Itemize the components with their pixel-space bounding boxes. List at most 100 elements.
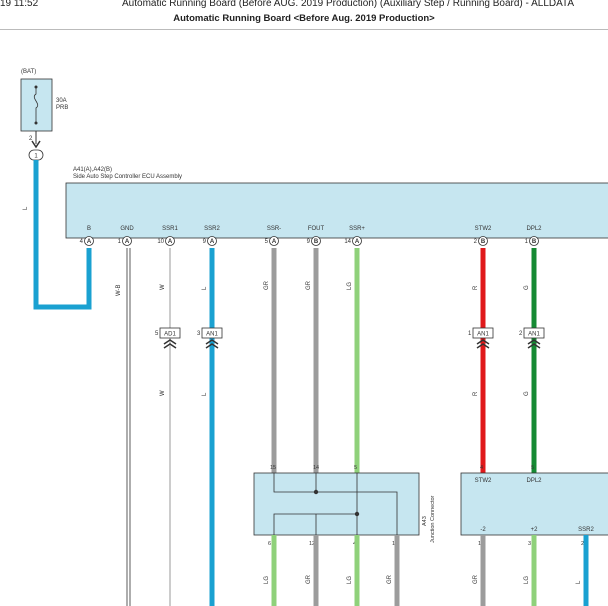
header-time: 19 11:52 (0, 0, 39, 9)
splice-an1-b-label: AN1 (477, 332, 489, 338)
junction-top-pin-14: 14 (313, 465, 319, 471)
wire-b (33, 160, 92, 310)
ecu-pin-number: 4 (80, 239, 84, 245)
wire-s3-color: LG (524, 576, 530, 584)
splice-ad1: 5 AD1 (155, 327, 181, 349)
ecu-pin-number: 9 (203, 239, 207, 245)
splice-an1-c-label: AN1 (528, 332, 540, 338)
ecu-pin-label: SSR1 (162, 226, 178, 232)
ecu-pin-circle (165, 236, 175, 246)
ecu-pin-connector: A (355, 239, 360, 245)
submodule-bottom-pin-1: 1 (478, 541, 481, 547)
ecu-pin-circle (269, 236, 279, 246)
wire-stw2-color-bottom: R (473, 391, 479, 396)
wire-ssr-minus-color: GR (264, 280, 270, 290)
ecu-pin-connector: A (272, 239, 277, 245)
splice-an1-b-chevron-icon (476, 339, 490, 349)
submodule-bottom-pin-2: 2 (581, 541, 584, 547)
submodule-terminal-minus2: -2 (480, 527, 486, 533)
splice-an1-stw2: 1 AN1 (468, 327, 494, 349)
junction-bottom-pin-6: 6 (268, 541, 271, 547)
wire-ssr2-color-bottom: L (202, 392, 208, 396)
ecu-pin-label: SSR+ (349, 226, 365, 232)
ecu-box (65, 182, 608, 239)
ecu-pin-number: 5 (265, 239, 269, 245)
wire-fout-color: GR (306, 280, 312, 290)
ecu-pin-ssr1: SSR1 10 A (157, 226, 178, 246)
submodule-label-dpl2: DPL2 (526, 478, 542, 484)
junction-name: Junction Connector (430, 495, 436, 543)
wire-s1-color: GR (473, 574, 479, 584)
fuse-symbol (33, 86, 39, 124)
splice-an1-b-pin: 1 (468, 331, 472, 337)
wire-j12-color: GR (306, 574, 312, 584)
ecu-pin-connector: A (87, 239, 92, 245)
ecu-pin-label: GND (120, 226, 134, 232)
submodule-bottom-pin-3: 3 (528, 541, 531, 547)
ecu-pin-label: DPL2 (526, 226, 542, 232)
splice-an1-a-label: AN1 (206, 332, 218, 338)
header-title: Automatic Running Board (Before AUG. 201… (122, 0, 575, 9)
ecu-pin-number: 9 (307, 239, 311, 245)
wire-ssr2-color-top: L (202, 286, 208, 290)
junction-code: A43 (422, 516, 428, 526)
fuse-source-label: (BAT) (21, 69, 36, 75)
splice-ad1-chevron-icon (163, 339, 177, 349)
ecu-pin-label: FOUT (308, 226, 325, 232)
splice-an1-a-chevron-icon (205, 339, 219, 349)
junction-bottom-pin-12: 12 (309, 541, 315, 547)
ecu-pin-label: STW2 (475, 226, 492, 232)
wire-ssr1-color-top: W (160, 284, 166, 290)
wire-j13-color: GR (387, 574, 393, 584)
ecu-pin-connector: A (168, 239, 173, 245)
wire-s2-color: L (576, 580, 582, 584)
ecu-pin-circle (207, 236, 217, 246)
ecu-name: Side Auto Step Controller ECU Assembly (73, 174, 182, 180)
ecu-pin-circle (122, 236, 132, 246)
junction-connector-box (253, 472, 420, 536)
fuse-arrow-icon (31, 140, 41, 149)
wire-ssr1-color-bottom: W (160, 390, 166, 396)
ecu-pin-number: 2 (474, 239, 478, 245)
splice-ad1-label: AD1 (164, 332, 176, 338)
ecu-pin-circle (478, 236, 488, 246)
splice-an1-c-chevron-icon (527, 339, 541, 349)
wire-ssr-plus-color: LG (347, 282, 353, 290)
fuse-pin: 2 (29, 136, 33, 142)
fuse-name: PRB (56, 105, 68, 111)
submodule-terminal-plus2: +2 (531, 527, 539, 533)
ecu-pin-connector: B (532, 239, 537, 245)
ecu-pin-label: SSR- (267, 226, 281, 232)
ecu-pin-circle (352, 236, 362, 246)
ecu-pin-label: SSR2 (204, 226, 220, 232)
fuse-connector-pin: 1 (34, 154, 38, 160)
wire-dpl2-color-top: G (524, 285, 530, 290)
splice-an1-a-pin: 3 (197, 331, 201, 337)
wire-gnd-color: W-B (116, 284, 122, 296)
ecu-pin-circle (311, 236, 321, 246)
ecu-pin-number: 10 (157, 239, 164, 245)
submodule-box (460, 472, 608, 536)
ecu-pin-connector: A (210, 239, 215, 245)
splice-ad1-pin: 5 (155, 331, 159, 337)
splice-an1-c-pin: 2 (519, 331, 523, 337)
junction-top-pin-5: 5 (354, 465, 357, 471)
ecu-pin-circle (529, 236, 539, 246)
diagram-title: Automatic Running Board <Before Aug. 201… (173, 13, 435, 24)
wire-dpl2-color-bottom: G (524, 391, 530, 396)
wire-stw2-color-top: R (473, 285, 479, 290)
wire-b-color: L (23, 206, 29, 210)
submodule-label-stw2: STW2 (475, 478, 492, 484)
splice-an1-dpl2: 2 AN1 (519, 327, 545, 349)
ecu-pin-number: 1 (525, 239, 529, 245)
ecu-pin-connector: B (481, 239, 486, 245)
submodule-top-pin-5: 5 (531, 465, 534, 471)
